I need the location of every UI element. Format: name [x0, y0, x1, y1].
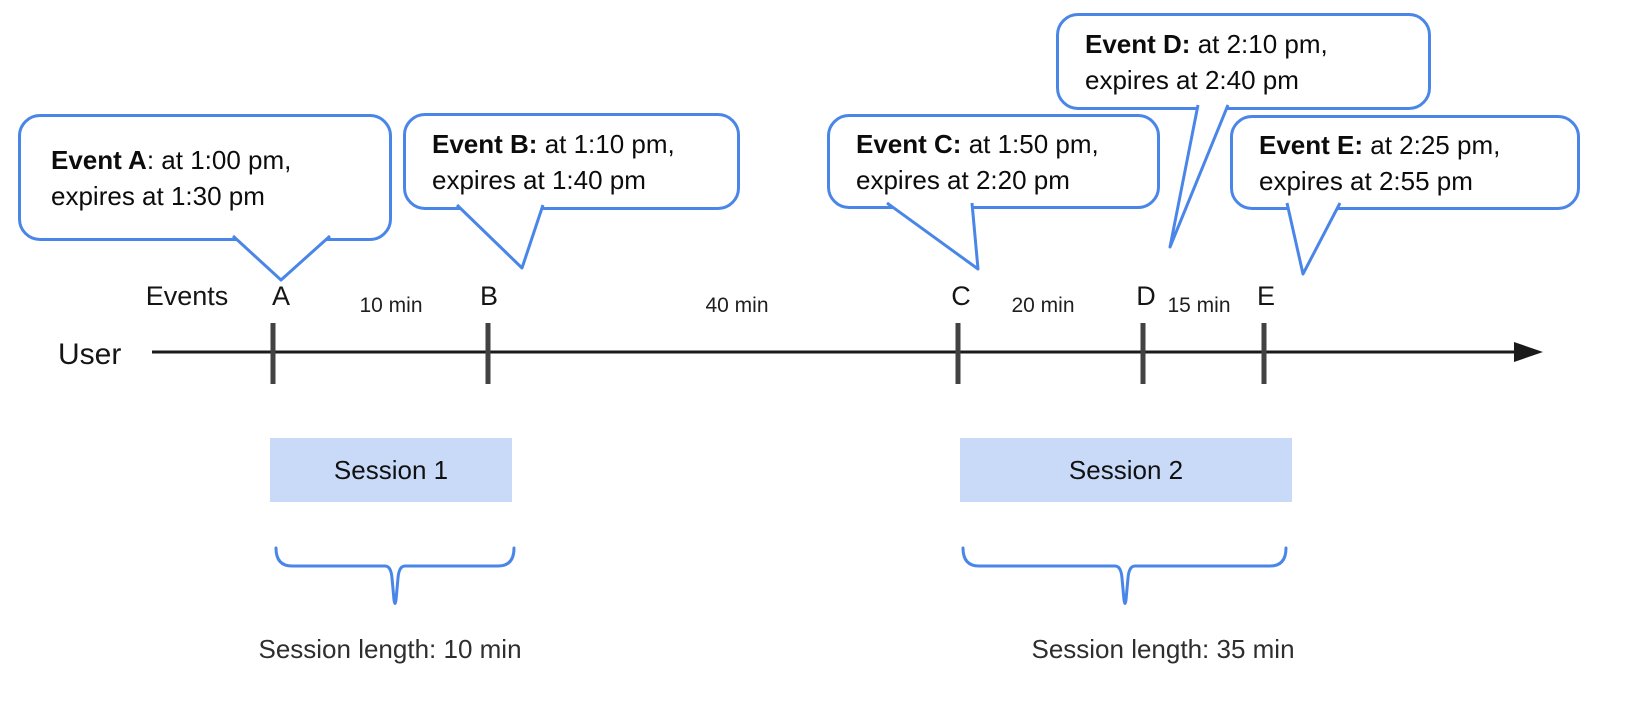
event-e-expiry: expires at 2:55 pm	[1259, 165, 1473, 196]
event-d-title: Event D:	[1085, 28, 1191, 59]
event-b-bubble-tail	[455, 203, 545, 270]
session-2-brace	[961, 546, 1288, 605]
user-label: User	[58, 338, 122, 371]
event-b-title: Event B:	[432, 128, 538, 159]
event-e-time: at 2:25 pm,	[1363, 129, 1501, 160]
gap-label-3: 20 min	[1011, 294, 1075, 317]
tick-d	[1140, 323, 1146, 384]
event-b-time: at 1:10 pm,	[537, 128, 675, 159]
tick-c	[955, 323, 961, 384]
event-c-expiry: expires at 2:20 pm	[856, 164, 1070, 195]
events-label: Events	[145, 281, 229, 311]
session-2-box: Session 2	[960, 438, 1292, 502]
event-e-title: Event E:	[1259, 129, 1364, 160]
event-d-line1: Event D: at 2:10 pm,	[1085, 26, 1428, 62]
session-1-length-label: Session length: 10 min	[258, 634, 522, 664]
event-c-bubble-tail	[886, 201, 980, 271]
gap-label-1: 10 min	[359, 294, 423, 317]
event-a-title: Event A	[51, 144, 147, 175]
event-e-bubble: Event E: at 2:25 pm, expires at 2:55 pm	[1230, 115, 1580, 210]
gap-label-2: 40 min	[705, 294, 769, 317]
event-d-bubble-tail	[1168, 104, 1230, 249]
event-e-line1: Event E: at 2:25 pm,	[1259, 127, 1577, 163]
event-marker-d: D	[1136, 281, 1156, 311]
session-1-brace	[274, 546, 516, 605]
session-1-box: Session 1	[270, 438, 512, 502]
tick-e	[1261, 323, 1267, 384]
event-marker-c: C	[951, 281, 971, 311]
event-marker-b: B	[479, 281, 499, 311]
event-marker-a: A	[271, 281, 291, 311]
session-2-length-label: Session length: 35 min	[1031, 634, 1295, 664]
event-c-bubble: Event C: at 1:50 pm, expires at 2:20 pm	[827, 114, 1160, 209]
event-d-time: at 2:10 pm,	[1190, 28, 1328, 59]
event-a-line1: Event A: at 1:00 pm,	[51, 142, 389, 178]
event-b-expiry: expires at 1:40 pm	[432, 164, 646, 195]
event-a-time: : at 1:00 pm,	[146, 144, 292, 175]
session-2-label: Session 2	[1068, 454, 1184, 485]
event-marker-e: E	[1256, 281, 1276, 311]
gap-label-4: 15 min	[1167, 294, 1231, 317]
event-b-line1: Event B: at 1:10 pm,	[432, 126, 737, 162]
event-d-bubble: Event D: at 2:10 pm, expires at 2:40 pm	[1056, 13, 1431, 110]
event-a-bubble-tail	[231, 234, 332, 282]
event-c-title: Event C:	[856, 128, 962, 159]
timeline-arrowhead-icon	[1514, 342, 1543, 362]
tick-a	[270, 323, 276, 384]
event-a-expiry: expires at 1:30 pm	[51, 180, 265, 211]
tick-b	[485, 323, 491, 384]
session-1-label: Session 1	[333, 454, 449, 485]
event-c-time: at 1:50 pm,	[961, 128, 1099, 159]
event-c-line1: Event C: at 1:50 pm,	[856, 126, 1157, 162]
event-e-bubble-tail	[1285, 202, 1342, 276]
event-b-bubble: Event B: at 1:10 pm, expires at 1:40 pm	[403, 113, 740, 210]
event-d-expiry: expires at 2:40 pm	[1085, 64, 1299, 95]
event-a-bubble: Event A: at 1:00 pm, expires at 1:30 pm	[18, 114, 392, 241]
